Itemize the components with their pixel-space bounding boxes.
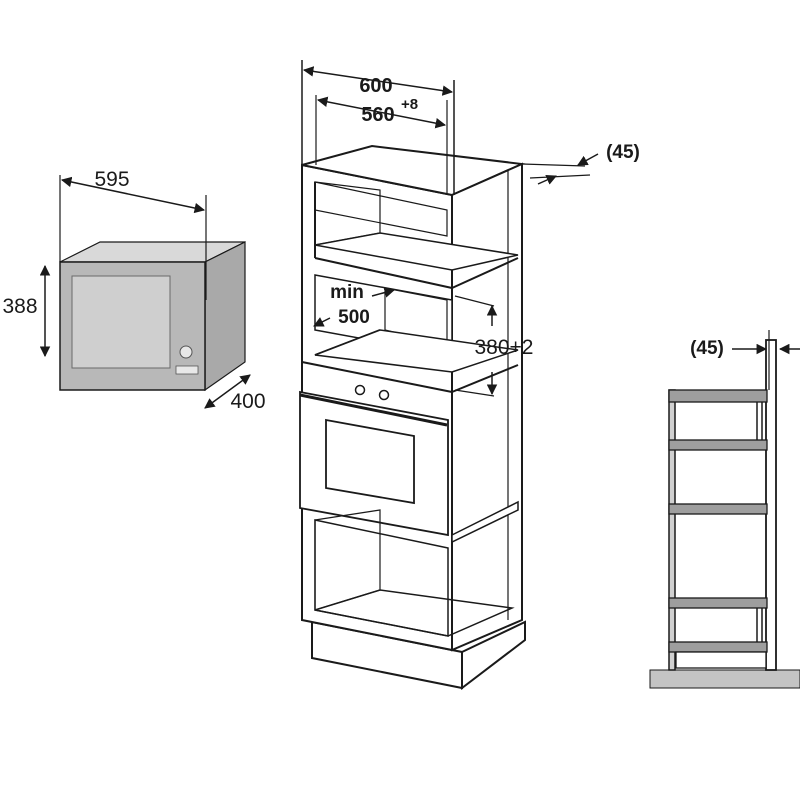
cabinet-outer-width-label: 600 <box>359 75 392 97</box>
depth-dimension-line <box>204 374 251 409</box>
cabinet-side-panel <box>668 389 676 671</box>
floor <box>649 669 800 689</box>
microwave-depth-label: 400 <box>230 390 265 413</box>
outer-width-dimension-line <box>302 66 454 96</box>
cabinet-niche-height-label: 380+2 <box>475 336 534 359</box>
cabinet-inner-width-tolerance: +8 <box>401 96 418 113</box>
microwave-width-label: 595 <box>94 168 129 191</box>
microwave-window <box>71 275 171 369</box>
width-dimension-line <box>60 176 206 214</box>
cabinet-min-label: min <box>330 282 364 303</box>
rear-gap-arrow <box>577 153 599 166</box>
oven-knob-2 <box>378 389 390 401</box>
cabinet-side <box>451 162 523 652</box>
oven-knob-1 <box>354 384 366 396</box>
side-view-drawing: (45) <box>649 330 800 689</box>
inner-width-dimension-line <box>316 96 447 129</box>
microwave-height-label: 388 <box>2 295 37 318</box>
cabinet-drawing <box>299 144 526 691</box>
microwave-drawing: 595 388 400 <box>2 168 265 413</box>
microwave-side <box>204 241 246 392</box>
side-view-gap-label: (45) <box>690 338 724 359</box>
cabinet-inner-width-label: 560 <box>361 104 394 126</box>
min-arrow-right <box>371 287 396 298</box>
oven-handle <box>299 393 448 427</box>
cabinet-min-value-label: 500 <box>338 307 370 328</box>
min-arrow-left <box>313 317 331 327</box>
cabinet-gap-label: (45) <box>606 142 640 163</box>
microwave-display <box>175 365 199 375</box>
microwave-knob <box>179 345 193 359</box>
oven-window <box>325 418 415 505</box>
cabinet-dimensions: 600 560 +8 (45) min 500 380+2 <box>301 60 640 397</box>
